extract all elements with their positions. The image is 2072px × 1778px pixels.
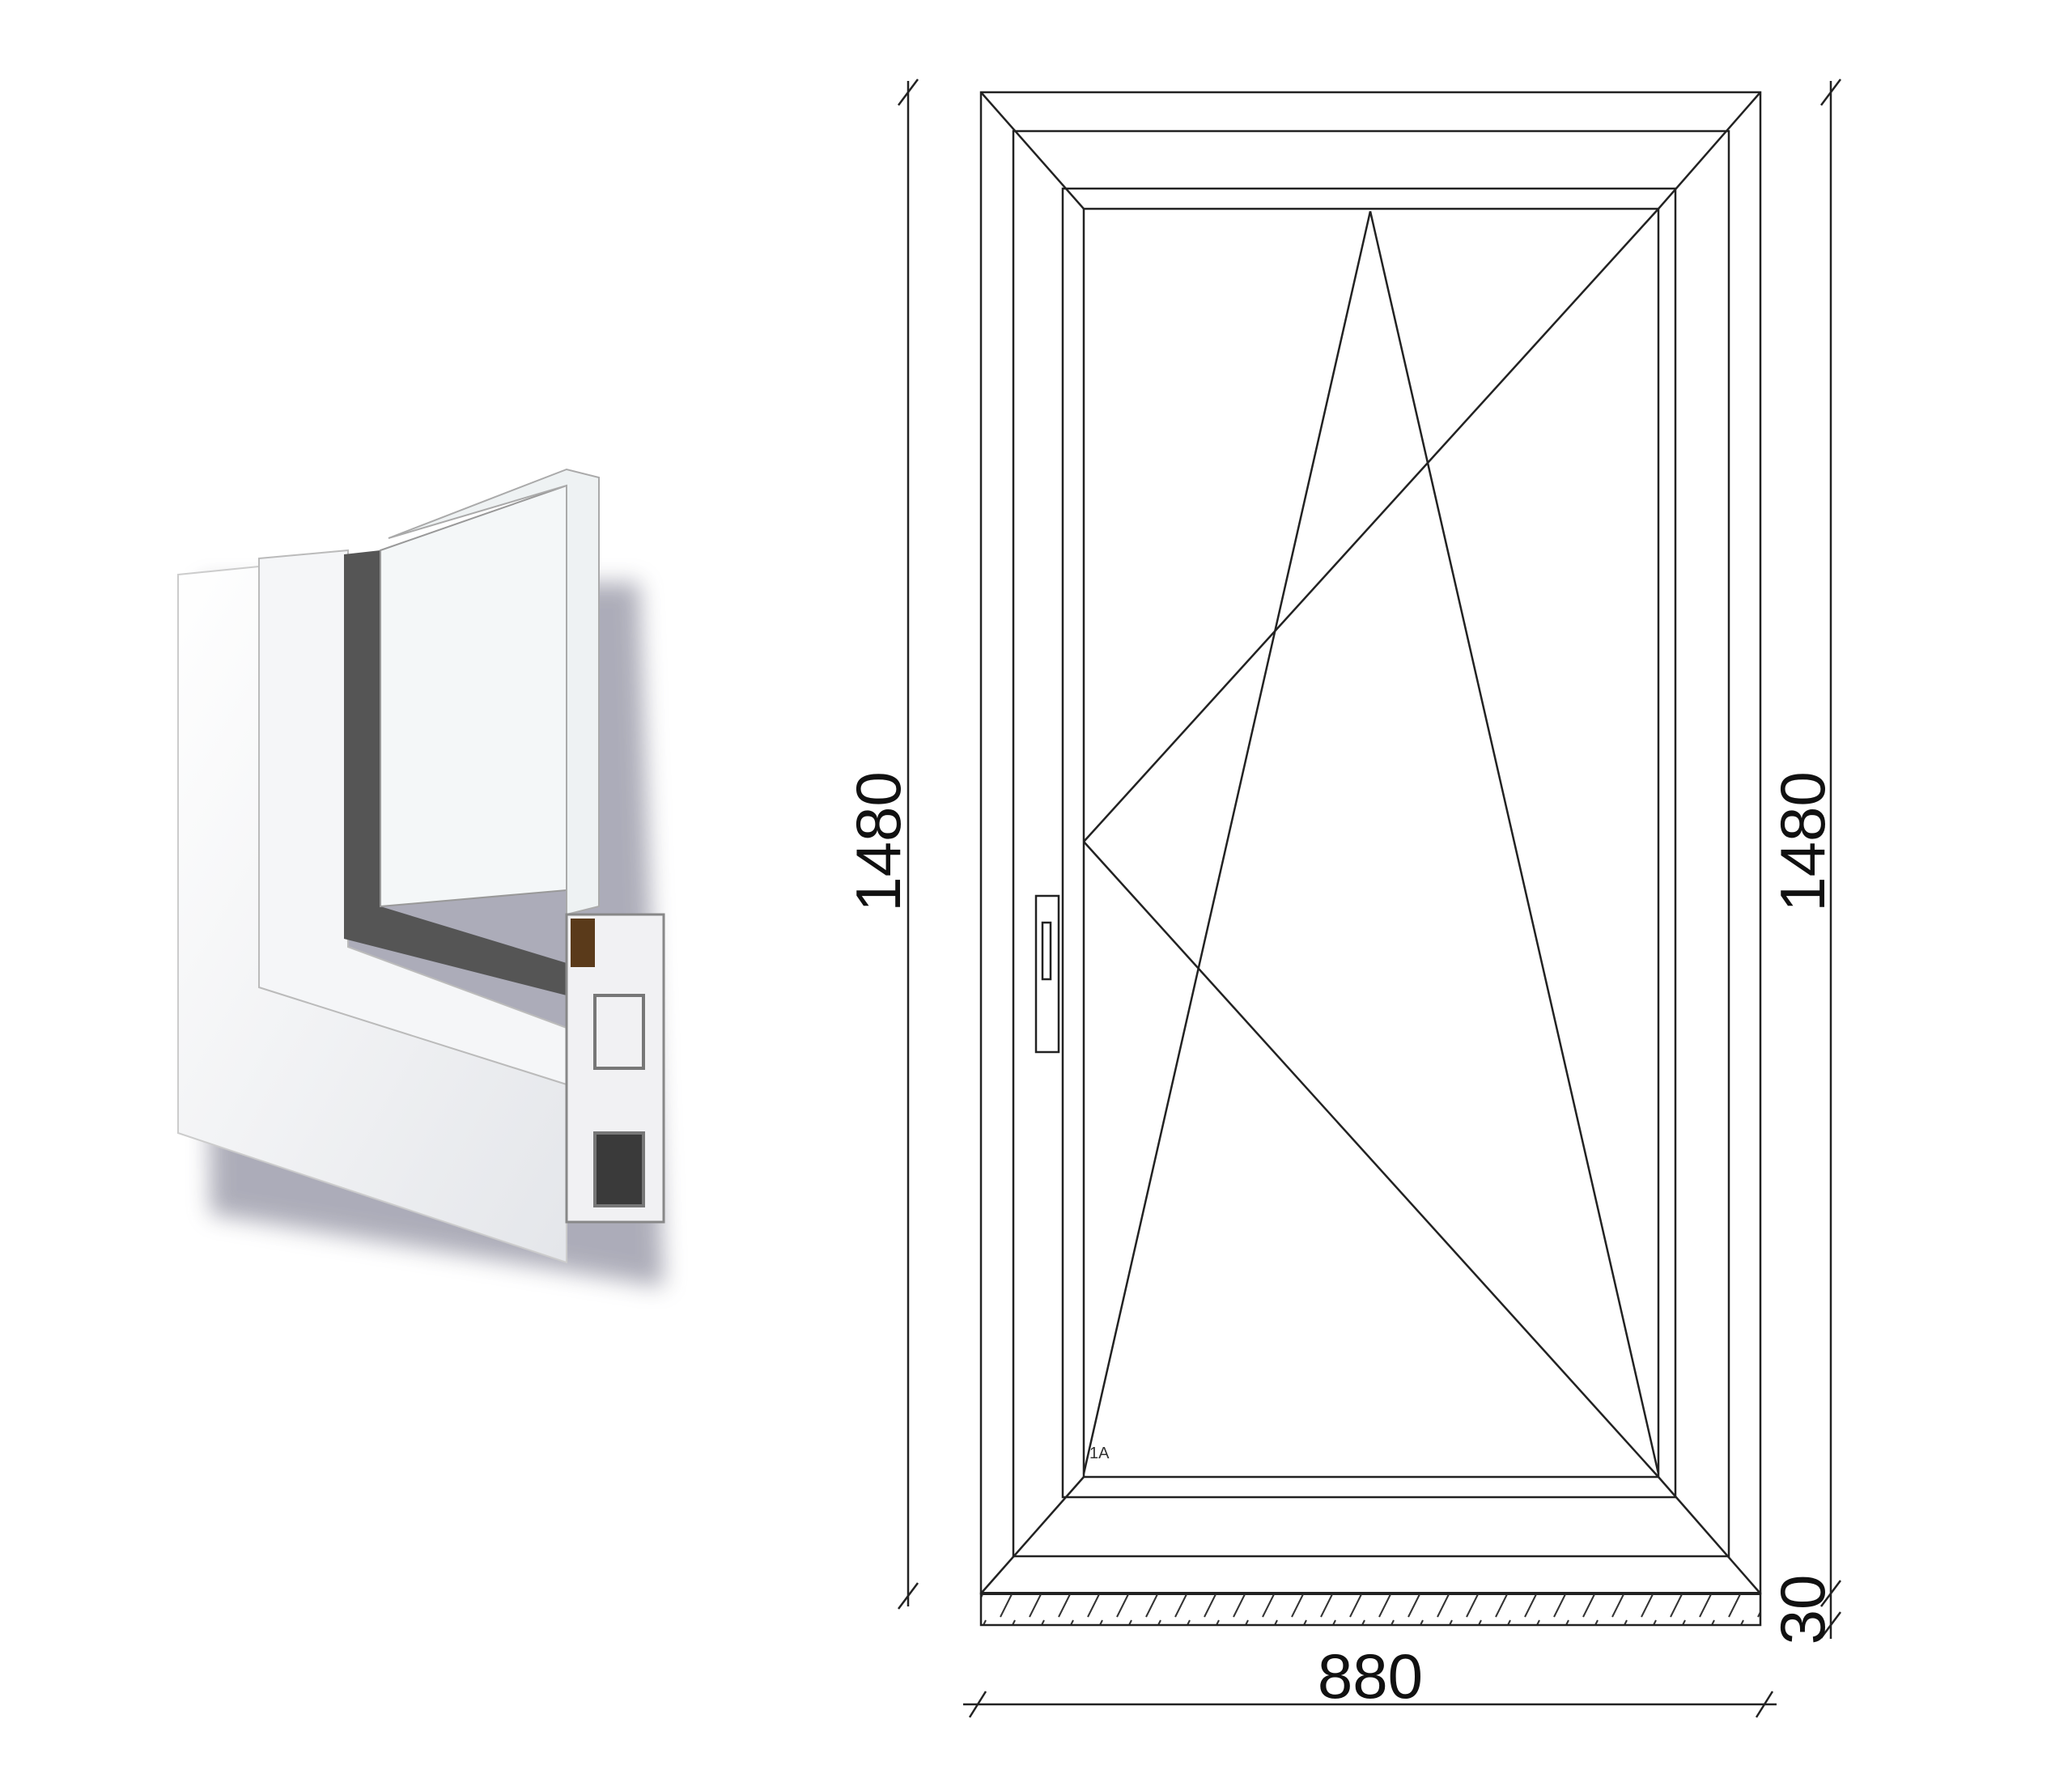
frame-inner-edge [1012,129,1730,1558]
window-profile-cross-section-icon [177,468,665,1287]
glass-pane [1082,207,1660,1479]
width-label: 880 [1318,1640,1423,1712]
left-height-label: 1480 [843,771,914,912]
left-height-dimension-line [898,79,919,1610]
tilt-opening-lines [1082,210,1660,1475]
width-dimension-line [963,1691,1777,1718]
right-height-label: 1480 [1767,771,1838,912]
handle-icon [1034,894,1060,1054]
sill-height-label: 30 [1767,1575,1838,1645]
corner-miters [980,91,1761,1594]
sill-hatched [979,1592,1762,1627]
sash-label: 1A [1089,1445,1110,1462]
turn-opening-lines [1083,208,1659,1478]
outer-frame [979,91,1762,1595]
sash-outer-edge [1061,187,1677,1499]
right-height-dimension-line [1820,79,1841,1639]
